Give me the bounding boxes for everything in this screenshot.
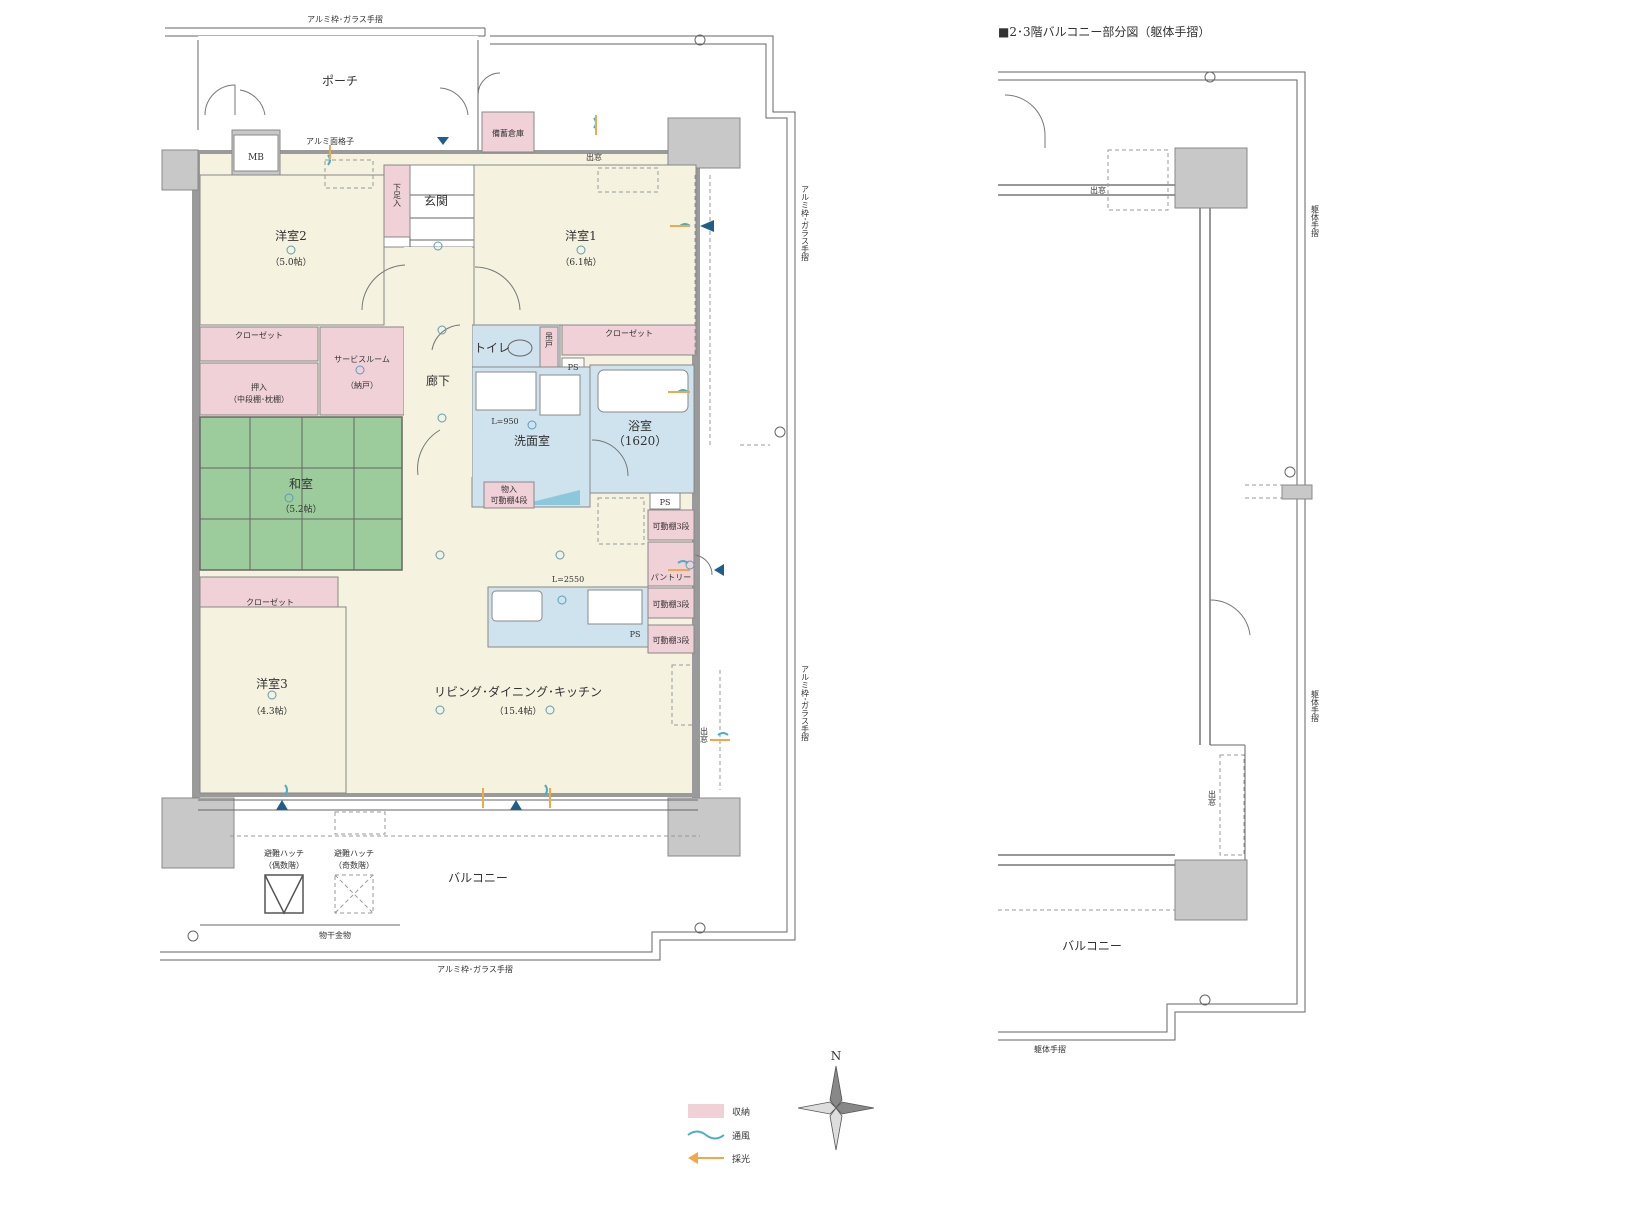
hatch-even-symbol	[264, 874, 304, 915]
monoire-note: 可動棚4段	[490, 495, 527, 505]
bedroom3-area	[199, 606, 347, 794]
storage-bousai-label: 備蓄倉庫	[492, 128, 524, 138]
hallway-label: 廊下	[426, 373, 450, 388]
shoe-storage	[383, 164, 411, 238]
bedroom3-size: （4.3帖）	[251, 705, 292, 717]
right-rail-lower-label: 躯体手摺	[1311, 689, 1320, 723]
service-room-label: サービスルーム	[334, 355, 390, 364]
toilet-cabinet-label: 吊戸	[545, 332, 554, 349]
right-rail-upper-label: 躯体手摺	[1311, 204, 1320, 238]
kitchen-sink	[491, 590, 543, 622]
service-room-note: （納戸）	[346, 380, 378, 390]
bedroom1-size: （6.1帖）	[560, 256, 601, 268]
monoire-label: 物入	[501, 484, 517, 494]
closet-b-label: クローゼット	[605, 328, 653, 338]
bedroom1-area	[473, 164, 697, 326]
storage-bousai	[481, 111, 535, 153]
toilet-label: トイレ	[474, 341, 510, 355]
legend-daylight-icon	[688, 1152, 698, 1164]
right-bay-window-top-label: 出窓	[1090, 185, 1106, 195]
balcony-label: バルコニー	[448, 871, 508, 885]
washer	[539, 374, 581, 416]
shelf1	[647, 509, 695, 541]
porch-area	[197, 36, 501, 155]
washroom-label: 洗面室	[514, 433, 550, 448]
rail-bottom-label: アルミ枠･ガラス手摺	[437, 964, 513, 974]
pantry-label: パントリー	[651, 573, 691, 582]
closet-a-label: クローゼット	[235, 330, 283, 340]
porch-label: ポーチ	[322, 74, 358, 88]
ps2-label: PS	[660, 498, 671, 507]
rail-top-label: アルミ枠･ガラス手摺	[307, 14, 383, 24]
light-fixtures	[267, 241, 695, 715]
right-plan-outline	[998, 71, 1313, 1041]
grille-label: アルミ面格子	[306, 136, 354, 146]
tatami-lines	[200, 417, 402, 570]
window-markers	[230, 159, 770, 837]
rail-right-upper-label: アルミ枠･ガラス手摺	[801, 185, 810, 262]
ldk-label: リビング･ダイニング･キッチン	[434, 684, 602, 699]
bedroom2-size: （5.0帖）	[270, 256, 311, 268]
closet-c	[199, 576, 339, 608]
hatch-even-note: （偶数階）	[264, 860, 304, 870]
right-bay-window-side-label: 出窓	[1208, 789, 1217, 806]
daylight-markers	[276, 115, 730, 810]
legend-storage-label: 収納	[732, 1106, 750, 1118]
shoe-storage-label: 下足入	[393, 183, 402, 207]
bedroom1-label: 洋室1	[565, 228, 597, 243]
service-room	[319, 326, 405, 416]
hatch-even-label: 避難ハッチ	[264, 848, 304, 858]
legend-storage-swatch	[688, 1104, 724, 1118]
kitchen-stove	[587, 589, 643, 625]
monoire	[483, 481, 535, 509]
oshiire-label: 押入	[251, 382, 267, 392]
shelf3-label: 可動棚3段	[652, 635, 689, 645]
mb-box	[233, 134, 279, 172]
hallway-area	[404, 247, 472, 477]
rail-right-lower-label: アルミ枠･ガラス手摺	[801, 665, 810, 742]
washitsu-area	[199, 416, 403, 571]
legend-ventilation-label: 通風	[732, 1131, 750, 1142]
closet-c-label: クローゼット	[246, 597, 294, 607]
oshiire	[199, 362, 319, 416]
washitsu-label: 和室	[289, 476, 313, 491]
right-balcony-label: バルコニー	[1062, 939, 1122, 953]
hatch-odd-label: 避難ハッチ	[334, 848, 374, 858]
right-rail-bottom-label: 躯体手摺	[1034, 1044, 1066, 1054]
entrance-label: 玄関	[424, 193, 448, 208]
ldk-size: （15.4帖）	[494, 705, 541, 717]
compass-label: N	[831, 1049, 842, 1063]
ps1-label: PS	[568, 363, 579, 372]
hatch-odd-symbol	[334, 874, 374, 914]
bedroom2-area	[199, 174, 385, 326]
legend: 収納 通風 採光	[687, 1104, 750, 1165]
shelf1-label: 可動棚3段	[652, 521, 689, 531]
washroom-width-label: L=950	[491, 417, 518, 426]
ps3-label: PS	[630, 630, 641, 639]
legend-daylight-label: 採光	[732, 1153, 750, 1165]
drying-rack-label: 物干金物	[319, 930, 351, 940]
bathroom-label: 浴室	[628, 418, 652, 433]
bedroom3-label: 洋室3	[256, 676, 288, 691]
mb-label: MB	[248, 153, 264, 163]
legend-ventilation-icon	[687, 1130, 725, 1140]
washroom-ramp	[520, 490, 580, 505]
interior-doors	[361, 264, 713, 576]
bay-window-side-label: 出窓	[700, 726, 709, 743]
washroom-basin	[475, 371, 537, 411]
closet-b	[561, 324, 697, 356]
hatch-odd-note: （奇数階）	[334, 860, 374, 870]
shelf2-label: 可動棚3段	[652, 599, 689, 609]
right-plan-title: ■2･3階バルコニー部分図（躯体手摺）	[998, 24, 1210, 39]
kitchen-width-label: L=2550	[552, 575, 584, 584]
oshiire-note: （中段棚･枕棚）	[229, 394, 289, 404]
bedroom2-label: 洋室2	[275, 228, 307, 243]
closet-a	[199, 326, 319, 362]
compass-icon: N	[797, 1049, 875, 1151]
bathroom-size: （1620）	[613, 434, 668, 448]
bay-window-top-label: 出窓	[586, 152, 602, 162]
washitsu-size: （5.2帖）	[280, 503, 321, 515]
